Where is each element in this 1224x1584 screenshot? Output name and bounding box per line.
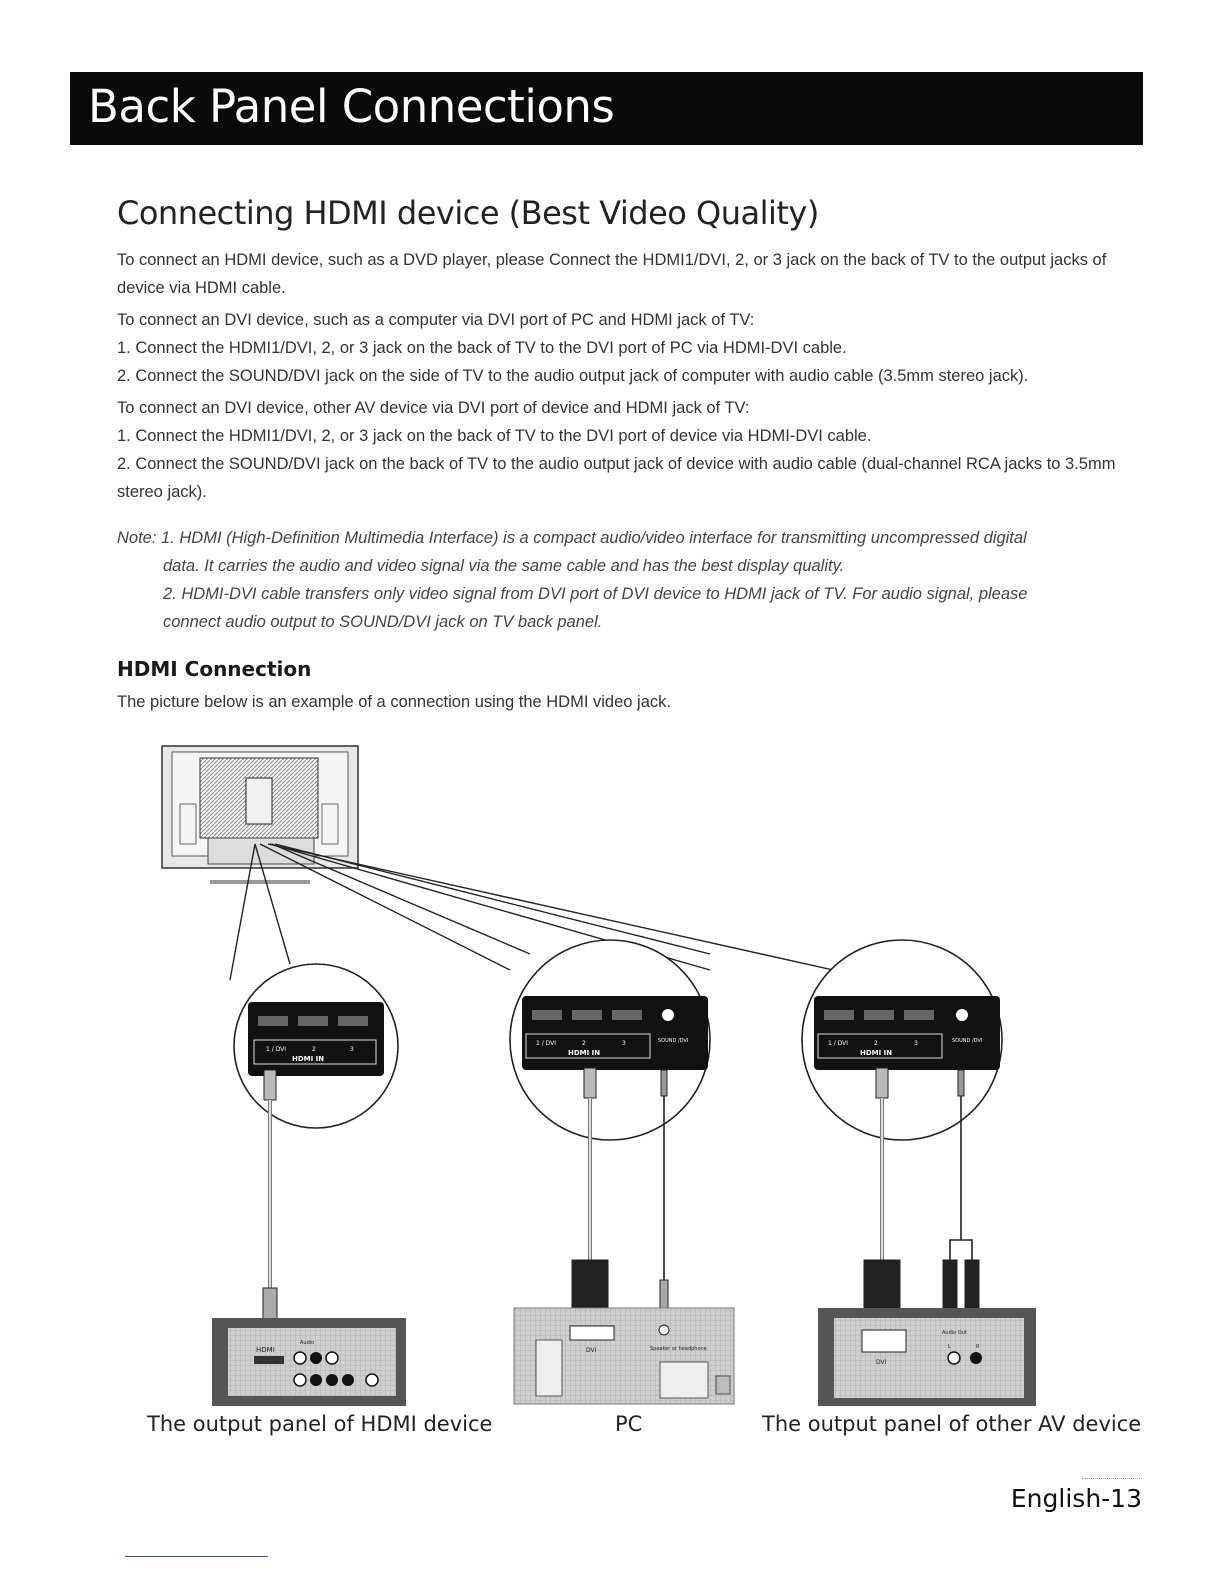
- left-label: L: [948, 1344, 951, 1350]
- jack-label-hdmi2-av: 2: [874, 1040, 878, 1047]
- audio-label: Audio: [300, 1340, 314, 1346]
- pc-step-2: 2. Connect the SOUND/DVI jack on the sid…: [117, 367, 1029, 385]
- footer-rule: [125, 1556, 268, 1557]
- speaker-label: Speaker or headphone: [650, 1346, 707, 1352]
- pc-dvi-label: DVI: [586, 1347, 597, 1354]
- note: Note: 1. HDMI (High-Definition Multimedi…: [117, 524, 1137, 636]
- page-number: English-13: [1010, 1484, 1142, 1513]
- paragraph-av: To connect an DVI device, other AV devic…: [117, 399, 750, 417]
- right-label: R: [976, 1344, 980, 1350]
- note-line-4: connect audio output to SOUND/DVI jack o…: [163, 613, 603, 631]
- av-device-panel: DVI Audio Out L R: [818, 1308, 1036, 1406]
- section-title: Connecting HDMI device (Best Video Quali…: [117, 194, 819, 232]
- hdmi-connection-description: The picture below is an example of a con…: [117, 693, 671, 711]
- caption-hdmi-device: The output panel of HDMI device: [147, 1412, 493, 1436]
- jack-label-hdmi-in-pc: HDMI IN: [568, 1049, 600, 1057]
- jack-label-hdmi3: 3: [350, 1046, 354, 1053]
- pc-step-1: 1. Connect the HDMI1/DVI, 2, or 3 jack o…: [117, 339, 847, 357]
- av-dvi-label: DVI: [876, 1359, 887, 1366]
- note-line-3: 2. HDMI-DVI cable transfers only video s…: [163, 585, 1028, 603]
- jack-label-sound-dvi-pc: SOUND /DVI: [658, 1038, 688, 1044]
- paragraph-pc: To connect an DVI device, such as a comp…: [117, 311, 755, 329]
- hdmi-device-label: HDMI: [256, 1346, 275, 1354]
- hdmi-jack-zoom-3: 1 / DVI 2 3 HDMI IN SOUND /DVI: [801, 939, 1003, 1141]
- hdmi-device-panel: HDMI Audio: [212, 1318, 406, 1406]
- jack-label-sound-dvi-av: SOUND /DVI: [952, 1038, 982, 1044]
- av-step-2: 2. Connect the SOUND/DVI jack on the bac…: [117, 455, 1116, 501]
- av-step-1: 1. Connect the HDMI1/DVI, 2, or 3 jack o…: [117, 427, 872, 445]
- tv-back: [161, 745, 359, 884]
- note-line-2: data. It carries the audio and video sig…: [163, 557, 845, 575]
- page-title: Back Panel Connections: [88, 80, 615, 133]
- page-number-rule: [1082, 1478, 1142, 1479]
- cables: [262, 1067, 980, 1321]
- jack-label-hdmi-in-av: HDMI IN: [860, 1049, 892, 1057]
- paragraph-hdmi: To connect an HDMI device, such as a DVD…: [117, 251, 1107, 297]
- caption-av-device: The output panel of other AV device: [762, 1412, 1142, 1436]
- caption-pc: PC: [615, 1412, 643, 1436]
- hdmi-connection-heading: HDMI Connection: [117, 657, 312, 681]
- jack-label-hdmi3-pc: 3: [622, 1040, 626, 1047]
- jack-label-hdmi1: 1 / DVI: [266, 1046, 286, 1053]
- connection-diagram: 1 / DVI 2 3 HDMI IN 1 / DVI 2 3 HDMI IN …: [161, 745, 1036, 1406]
- jack-label-hdmi3-av: 3: [914, 1040, 918, 1047]
- pc-panel: DVI Speaker or headphone: [513, 1307, 735, 1405]
- note-line-1: Note: 1. HDMI (High-Definition Multimedi…: [117, 529, 1027, 547]
- body-text: To connect an HDMI device, such as a DVD…: [117, 246, 1147, 506]
- jack-label-hdmi2: 2: [312, 1046, 316, 1053]
- hdmi-jack-zoom-2: 1 / DVI 2 3 HDMI IN SOUND /DVI: [509, 939, 711, 1141]
- jack-label-hdmi1-av: 1 / DVI: [828, 1040, 848, 1047]
- audio-out-label: Audio Out: [942, 1330, 967, 1336]
- jack-label-hdmi1-pc: 1 / DVI: [536, 1040, 556, 1047]
- jack-label-hdmi-in: HDMI IN: [292, 1055, 324, 1063]
- hdmi-jack-zoom-1: 1 / DVI 2 3 HDMI IN: [233, 963, 399, 1129]
- header-bar: Back Panel Connections: [70, 72, 1143, 145]
- jack-label-hdmi2-pc: 2: [582, 1040, 586, 1047]
